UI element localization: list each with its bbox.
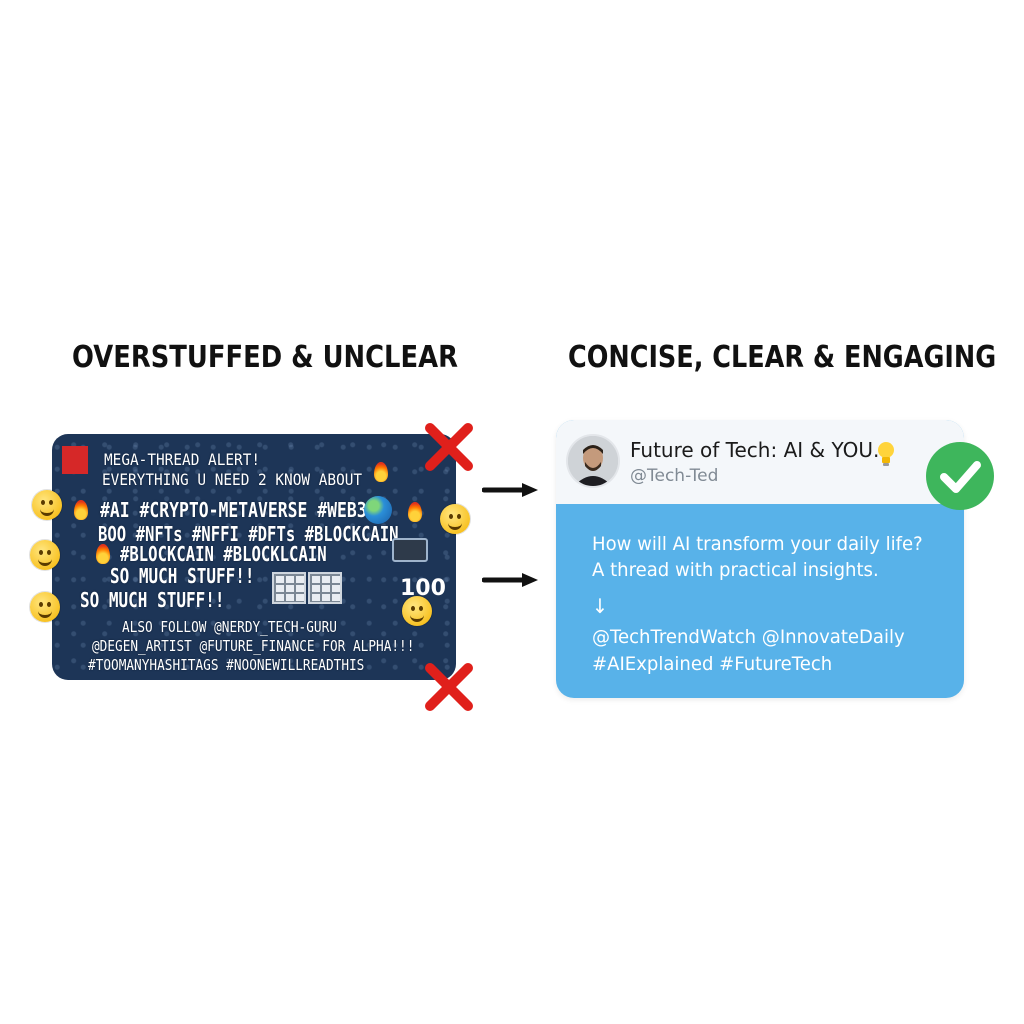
good-post-mentions[interactable]: @TechTrendWatch @InnovateDaily xyxy=(592,626,905,648)
smiley-emoji-icon xyxy=(32,490,62,520)
bad-post-line: #AI #CRYPTO-METAVERSE #WEB3 xyxy=(100,498,367,522)
winking-emoji-icon xyxy=(30,540,60,570)
green-check-icon xyxy=(926,442,994,510)
bad-post-card: MEGA-THREAD ALERT! EVERYTHING U NEED 2 K… xyxy=(52,434,456,680)
alert-badge-icon xyxy=(62,446,88,474)
worried-emoji-icon xyxy=(402,596,432,626)
bad-post-line: SO MUCH STUFF!! xyxy=(110,564,255,588)
avatar[interactable] xyxy=(568,436,618,486)
fire-icon xyxy=(96,544,110,564)
laughing-emoji-icon xyxy=(30,592,60,622)
good-post-hashtags[interactable]: #AIExplained #FutureTech xyxy=(592,653,833,675)
bad-post-line: #TOOMANYHASHITAGS #NOONEWILLREADTHIS xyxy=(88,656,365,674)
fire-icon xyxy=(408,502,422,522)
right-arrow-icon xyxy=(482,573,538,587)
author-name[interactable]: Future of Tech: AI & YOU. xyxy=(630,438,880,462)
bad-post-line: SO MUCH STUFF!! xyxy=(80,588,225,612)
bad-post-line: #BLOCKCAIN #BLOCKLCAIN xyxy=(120,542,327,566)
laptop-icon xyxy=(392,538,428,562)
heading-overstuffed: OVERSTUFFED & UNCLEAR xyxy=(72,340,458,375)
bad-post-line: EVERYTHING U NEED 2 KNOW ABOUT xyxy=(102,470,363,489)
bad-post-line: @DEGEN_ARTIST @FUTURE_FINANCE FOR ALPHA!… xyxy=(92,637,415,655)
red-x-icon xyxy=(425,663,473,711)
right-arrow-icon xyxy=(482,483,538,497)
fire-icon xyxy=(374,462,388,482)
bad-post-line: ALSO FOLLOW @NERDY_TECH-GURU xyxy=(122,618,337,636)
down-arrow: ↓ xyxy=(592,594,608,618)
author-handle[interactable]: @Tech-Ted xyxy=(630,466,719,486)
grid-icon xyxy=(308,572,342,604)
red-x-icon xyxy=(425,423,473,471)
good-post-line: How will AI transform your daily life? xyxy=(592,533,923,555)
globe-icon xyxy=(364,496,392,524)
light-bulb-icon xyxy=(878,442,894,466)
heading-concise: CONCISE, CLEAR & ENGAGING xyxy=(568,340,997,375)
fire-icon xyxy=(74,500,88,520)
good-post-header: Future of Tech: AI & YOU. @Tech-Ted xyxy=(556,420,964,504)
shocked-emoji-icon xyxy=(440,504,470,534)
bad-post-line: BOO #NFTs #NFFI #DFTs #BLOCKCAIN xyxy=(98,522,399,546)
grid-icon xyxy=(272,572,306,604)
good-post-card: Future of Tech: AI & YOU. @Tech-Ted How … xyxy=(556,420,964,698)
good-post-line: A thread with practical insights. xyxy=(592,559,879,581)
bad-post-line: MEGA-THREAD ALERT! xyxy=(104,450,261,469)
